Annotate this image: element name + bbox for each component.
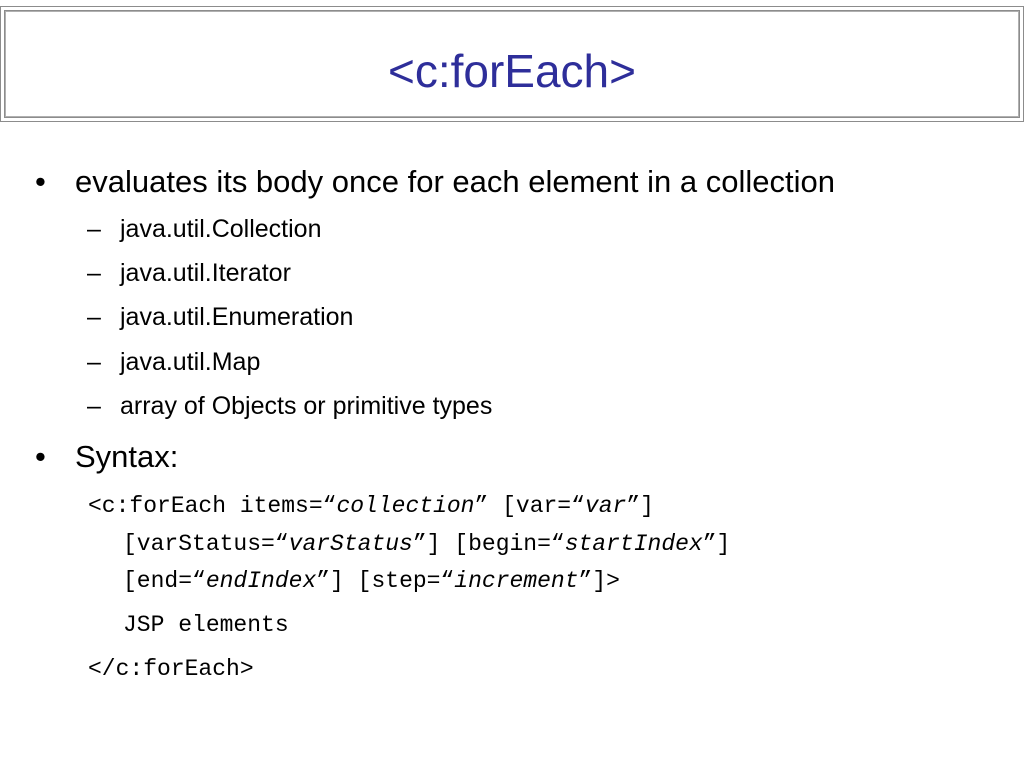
code-text: ”]> <box>578 568 620 594</box>
syntax-body: JSP elements <box>123 612 289 638</box>
syntax-line-1: <c:forEach items=“collection” [var=“var”… <box>88 491 654 521</box>
bullet-text: Syntax: <box>75 439 179 474</box>
bullet-item: • Syntax: <box>35 439 435 475</box>
code-param-var: var <box>584 493 627 519</box>
sub-item-text: java.util.Map <box>120 348 261 376</box>
code-text: <c:forEach items=“ <box>88 493 337 519</box>
sub-item: – java.util.Enumeration <box>87 302 887 332</box>
bullet-text: evaluates its body once for each element… <box>75 164 835 199</box>
sub-item: – array of Objects or primitive types <box>87 391 887 421</box>
code-param-endindex: endIndex <box>205 568 317 594</box>
code-param-collection: collection <box>336 493 475 519</box>
code-text: ”] <box>702 531 731 557</box>
sub-item: – java.util.Iterator <box>87 258 887 288</box>
title-frame-border-inner <box>5 11 1019 117</box>
sub-item-text: java.util.Collection <box>120 215 322 243</box>
syntax-line-2: [varStatus=“varStatus”] [begin=“startInd… <box>123 529 730 559</box>
code-param-increment: increment <box>454 568 579 594</box>
code-text: [end=“ <box>123 568 206 594</box>
bullet-marker: • <box>35 164 46 199</box>
sub-item: – java.util.Map <box>87 347 887 377</box>
sub-item-marker: – <box>87 392 101 420</box>
sub-item-marker: – <box>87 348 101 376</box>
sub-item-marker: – <box>87 303 101 331</box>
sub-item-text: java.util.Enumeration <box>120 303 354 331</box>
syntax-close-tag: </c:forEach> <box>88 656 254 682</box>
slide-title: <c:forEach> <box>387 45 637 97</box>
title-frame: <c:forEach> <box>0 6 1024 122</box>
bullet-marker: • <box>35 439 46 474</box>
code-text: ”] [step=“ <box>316 568 455 594</box>
sub-item-marker: – <box>87 259 101 287</box>
sub-item: – java.util.Collection <box>87 214 887 244</box>
code-text: ”] [begin=“ <box>412 531 565 557</box>
code-text: ”] <box>626 493 654 519</box>
sub-item-text: java.util.Iterator <box>120 259 291 287</box>
sub-item-marker: – <box>87 215 101 243</box>
sub-item-text: array of Objects or primitive types <box>120 392 493 420</box>
code-param-startindex: startIndex <box>564 531 703 557</box>
syntax-line-3: [end=“endIndex”] [step=“increment”]> <box>123 566 620 596</box>
code-text: ” [var=“ <box>474 493 585 519</box>
code-param-varstatus: varStatus <box>288 531 413 557</box>
title-frame-border <box>4 10 1020 118</box>
code-text: [varStatus=“ <box>123 531 289 557</box>
bullet-item: • evaluates its body once for each eleme… <box>35 164 995 200</box>
